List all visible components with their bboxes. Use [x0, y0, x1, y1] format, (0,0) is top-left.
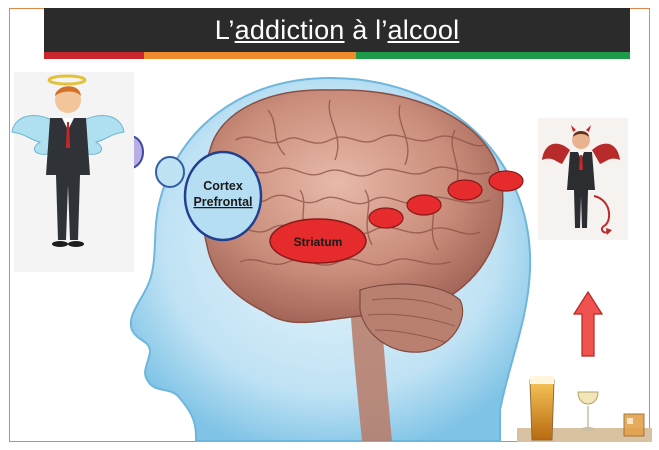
pathway-node	[448, 180, 482, 200]
cortex-label-line1: Cortex	[203, 179, 243, 193]
striatum-label: Striatum	[294, 235, 343, 249]
thought-bubble-medium	[156, 157, 184, 187]
pathway-node	[407, 195, 441, 215]
cortex-label-line2: Prefrontal	[193, 195, 252, 209]
alcohol-glasses-icon	[517, 376, 652, 442]
devil-businessman-icon	[538, 118, 628, 240]
angel-businessman-icon	[12, 72, 134, 272]
pathway-node	[369, 208, 403, 228]
cortex-prefrontal-bubble: Cortex Prefrontal	[185, 152, 261, 240]
pathway-node	[489, 171, 523, 191]
red-up-arrow-icon	[574, 292, 602, 356]
